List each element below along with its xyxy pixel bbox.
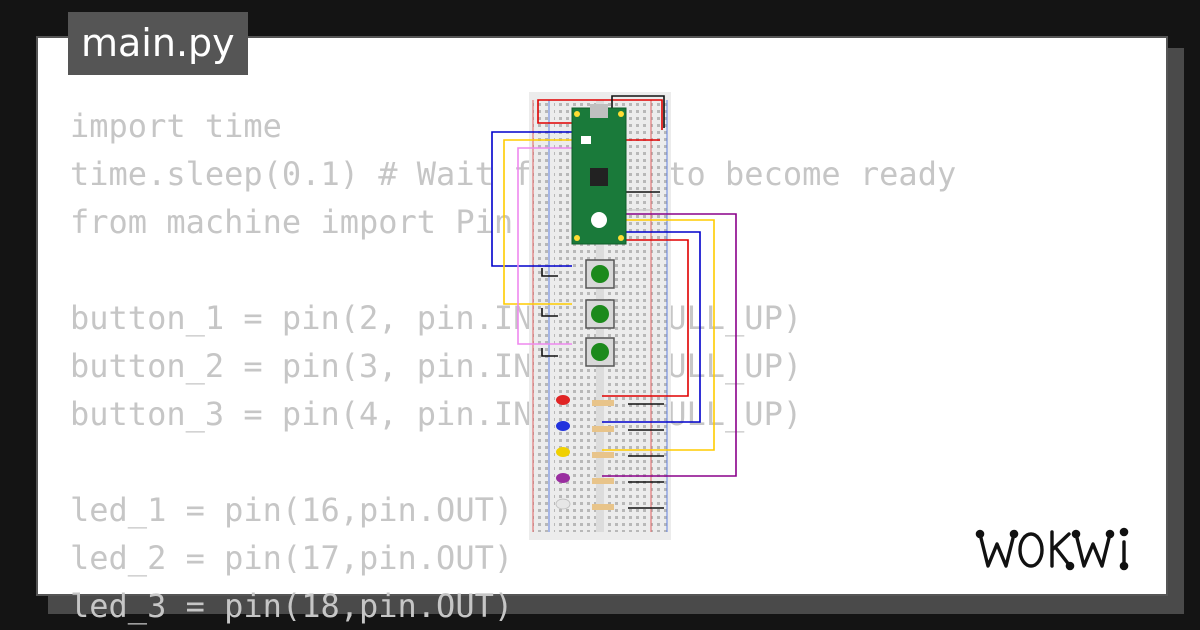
led-white[interactable] xyxy=(555,498,571,510)
code-line: led_3 = pin(18,pin.OUT) xyxy=(70,587,514,625)
pushbutton-2[interactable] xyxy=(585,299,615,329)
led-blue[interactable] xyxy=(556,421,570,431)
wokwi-logo xyxy=(975,527,1129,571)
code-line: led_2 = pin(17,pin.OUT) xyxy=(70,539,514,577)
wires xyxy=(491,95,737,509)
led-purple[interactable] xyxy=(556,473,570,483)
code-line: import time xyxy=(70,107,282,145)
code-line: from machine import Pin xyxy=(70,203,514,241)
file-tab[interactable]: main.py xyxy=(68,12,248,75)
resistors xyxy=(592,400,614,510)
circuit-diagram[interactable] xyxy=(480,80,750,550)
led-red[interactable] xyxy=(556,395,570,405)
code-line: button_3 = pin(4, pin.IN, pin.PULL_UP) xyxy=(70,395,803,433)
pushbutton-1[interactable] xyxy=(585,259,615,289)
pico-board xyxy=(571,104,627,245)
led-yellow[interactable] xyxy=(556,447,570,457)
pushbutton-3[interactable] xyxy=(585,337,615,367)
code-line: led_1 = pin(16,pin.OUT) xyxy=(70,491,514,529)
